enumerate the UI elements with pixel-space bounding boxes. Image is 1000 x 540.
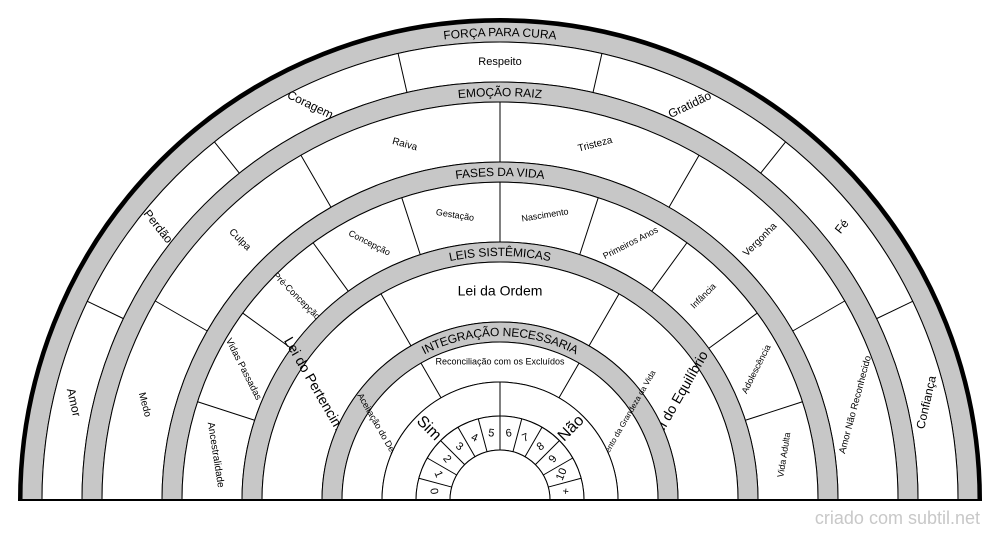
scale-divider <box>543 457 573 476</box>
scale-divider <box>477 418 488 452</box>
sector-divider <box>312 242 349 292</box>
sector-divider <box>668 155 700 208</box>
scale-divider <box>418 477 452 488</box>
sector-divider <box>155 300 208 332</box>
ring-title: EMOÇÃO RAIZ <box>457 85 542 101</box>
scale-number: 5 <box>487 427 495 440</box>
scale-number: 0 <box>427 487 440 495</box>
sector-divider <box>760 141 786 174</box>
sector-divider <box>214 141 240 174</box>
ring-title: FASES DA VIDA <box>455 165 546 182</box>
sector-divider <box>745 401 803 421</box>
sector-divider <box>197 401 255 421</box>
scale-number: 10 <box>554 466 570 482</box>
scale-number: 4 <box>469 431 479 444</box>
scale-divider <box>548 477 582 488</box>
sector-divider <box>558 362 580 399</box>
sector-divider <box>876 300 913 320</box>
sector-label: Respeito <box>478 56 521 68</box>
scale-divider <box>427 457 457 476</box>
sector-divider <box>651 242 688 292</box>
sector-divider <box>592 53 603 93</box>
scale-divider <box>512 418 523 452</box>
sector-divider <box>792 300 845 332</box>
scale-number: + <box>560 487 573 495</box>
sector-divider <box>401 197 421 255</box>
sector-divider <box>242 312 292 349</box>
sector-divider <box>588 293 620 347</box>
sector-divider <box>300 155 332 208</box>
sector-divider <box>579 197 599 255</box>
sector-label: Lei da Ordem <box>458 283 543 299</box>
outer-arc <box>18 18 982 501</box>
scale-number: 1 <box>431 469 444 479</box>
scale-divider <box>440 440 465 465</box>
scale-divider <box>535 440 560 465</box>
sector-divider <box>397 53 408 93</box>
scale-divider <box>457 427 476 457</box>
sector-divider <box>87 300 124 320</box>
scale-number: 6 <box>505 427 513 440</box>
ring-title: FORÇA PARA CURA <box>443 25 558 42</box>
sector-divider <box>708 312 758 349</box>
scale-divider <box>524 427 543 457</box>
sector-divider <box>420 362 442 399</box>
sector-label: Reconciliação com os Excluídos <box>435 356 565 366</box>
sector-label: Amor <box>64 387 84 418</box>
scale-number: 7 <box>520 431 530 444</box>
center-hub <box>449 449 551 501</box>
ring-title: LEIS SISTÊMICAS <box>448 244 552 264</box>
credit-text: criado com subtil.net <box>814 508 980 528</box>
sector-divider <box>380 293 412 347</box>
